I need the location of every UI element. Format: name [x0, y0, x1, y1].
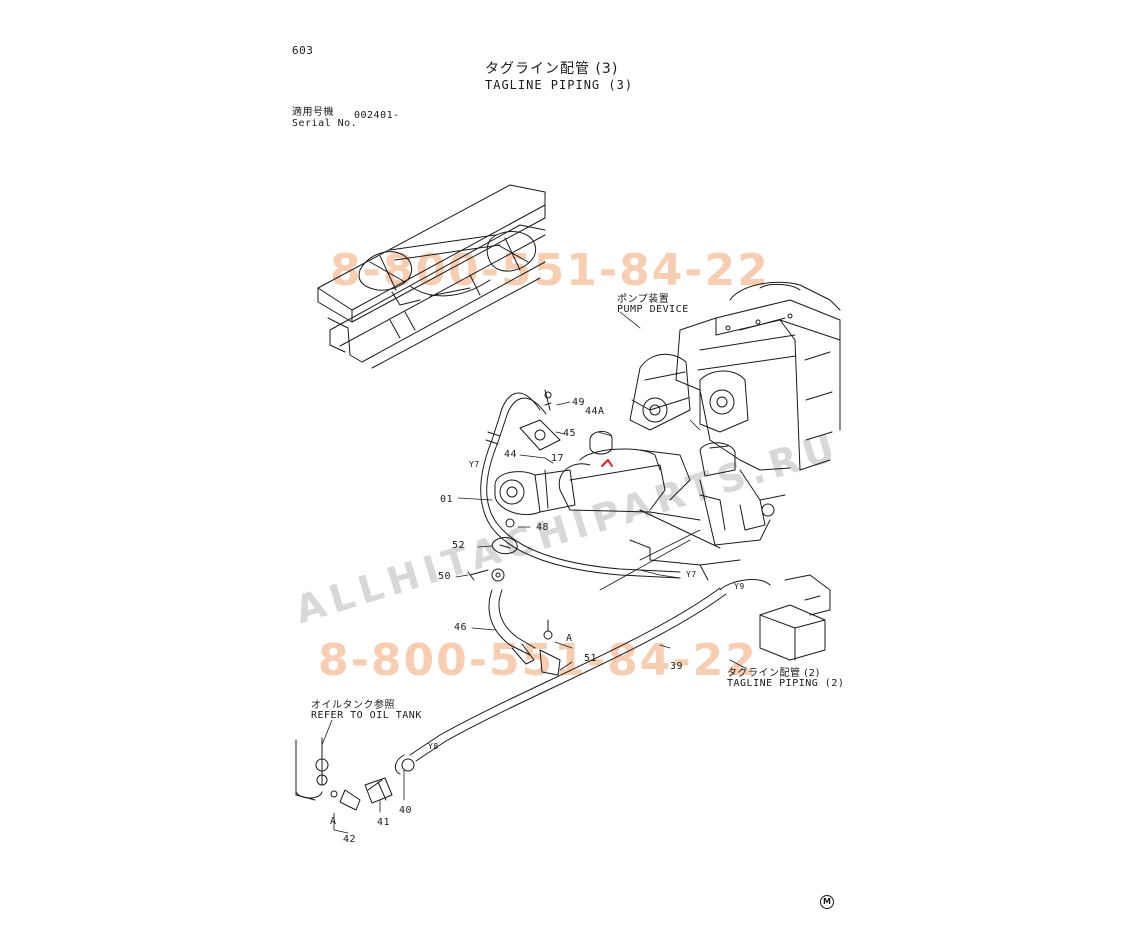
callout-a-low: A: [330, 816, 337, 827]
highlight-mark: [602, 460, 612, 466]
hose-01: [481, 390, 680, 578]
manufacturer-mark-letter: M: [823, 897, 831, 906]
callout-y8: Y8: [428, 742, 439, 751]
callout-49: 49: [572, 397, 586, 408]
callout-39: 39: [670, 661, 684, 672]
page-number: 603: [292, 44, 314, 57]
leader-lines: [322, 312, 745, 833]
callout-01: 01: [440, 494, 454, 505]
callout-40: 40: [399, 805, 413, 816]
callout-50: 50: [438, 571, 452, 582]
callout-45: 45: [563, 428, 577, 439]
callout-17: 17: [551, 453, 565, 464]
callout-52: 52: [452, 540, 466, 551]
pump-device-label-en: PUMP DEVICE: [617, 304, 689, 315]
pump-device-drawing: [559, 282, 840, 580]
callout-42: 42: [343, 834, 357, 845]
callout-48: 48: [536, 522, 550, 533]
tagline-valve-block: [720, 575, 830, 660]
serial-label-jp: 適用号機: [292, 107, 334, 118]
tagline2-label-en: TAGLINE PIPING (2): [727, 678, 845, 689]
pump-device-label-jp: ポンプ装置: [617, 294, 670, 305]
fittings-group: [468, 538, 560, 676]
callout-y9: Y9: [734, 582, 745, 591]
page-title-jp: タグライン配管 (3): [485, 61, 619, 77]
hydraulic-motor-drawing: [495, 470, 575, 527]
callout-y7-right: Y7: [686, 570, 697, 579]
oil-tank-label-jp: オイルタンク参照: [311, 700, 395, 711]
watermark-phone-bottom: 8-800-551-84-22: [318, 635, 758, 686]
callout-41: 41: [377, 817, 391, 828]
oil-tank-fittings: [296, 738, 392, 810]
serial-label-en: Serial No.: [292, 118, 358, 129]
callout-a-mid: A: [566, 633, 573, 644]
oil-tank-label-en: REFER TO OIL TANK: [311, 710, 422, 721]
page-title-en: TAGLINE PIPING (3): [485, 78, 634, 92]
callout-46: 46: [454, 622, 468, 633]
watermark-phone-top: 8-800-551-84-22: [330, 245, 770, 296]
machine-overview-inset: [318, 185, 545, 368]
tagline2-label-jp: タグライン配管 (2): [727, 668, 820, 679]
callout-51: 51: [584, 653, 598, 664]
callout-44: 44: [504, 449, 518, 460]
serial-value: 002401-: [354, 110, 400, 121]
manufacturer-mark: M: [820, 895, 834, 909]
callout-44a: 44A: [585, 406, 605, 417]
callout-y7-top: Y7: [469, 460, 480, 469]
pipe-39: [368, 588, 726, 790]
